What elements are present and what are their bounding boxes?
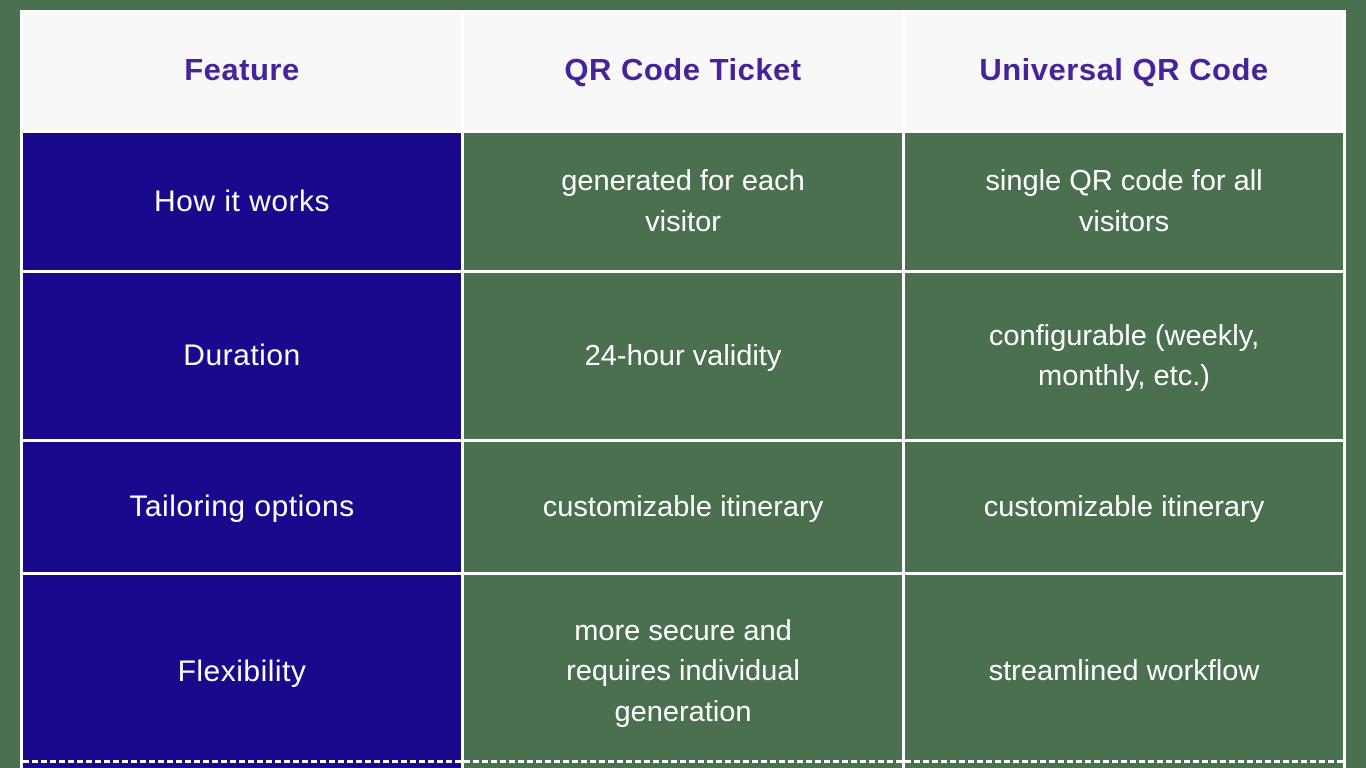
row-tailoring-options-qr-ticket-value: customizable itinerary bbox=[542, 490, 824, 523]
row-how-it-works-feature-cell: How it works bbox=[23, 133, 461, 270]
row-how-it-works-qr-ticket-value: generated for each visitor bbox=[561, 165, 805, 238]
row-tailoring-options-universal-value: customizable itinerary bbox=[983, 490, 1265, 523]
row-duration-universal-cell: configurable (weekly, monthly, etc.) bbox=[905, 273, 1343, 439]
header-label-qr-code-ticket: QR Code Ticket bbox=[564, 52, 802, 87]
row-tailoring-options-qr-ticket-cell: customizable itinerary bbox=[464, 442, 902, 572]
row-how-it-works-qr-ticket-cell: generated for each visitor bbox=[464, 133, 902, 270]
row-duration-feature-label: Duration bbox=[183, 339, 301, 372]
row-flexibility-qr-ticket-cell: more secure and requires individual gene… bbox=[464, 575, 902, 768]
row-flexibility-feature-label: Flexibility bbox=[177, 654, 307, 688]
row-tailoring-options-feature-label: Tailoring options bbox=[129, 490, 355, 523]
row-flexibility-universal-cell: streamlined workflow bbox=[905, 575, 1343, 768]
comparison-table: Feature QR Code Ticket Universal QR Code… bbox=[20, 10, 1346, 768]
row-flexibility-universal-value: streamlined workflow bbox=[988, 655, 1260, 688]
row-how-it-works-feature-label: How it works bbox=[153, 184, 331, 218]
row-duration-qr-ticket-cell: 24-hour validity bbox=[464, 273, 902, 439]
header-label-feature: Feature bbox=[184, 52, 300, 87]
row-duration-universal-value: configurable (weekly, monthly, etc.) bbox=[988, 319, 1260, 392]
row-duration-qr-ticket-value: 24-hour validity bbox=[584, 339, 782, 372]
header-cell-feature: Feature bbox=[23, 10, 461, 130]
row-duration-feature-cell: Duration bbox=[23, 273, 461, 439]
comparison-table-grid: Feature QR Code Ticket Universal QR Code… bbox=[23, 10, 1343, 768]
row-tailoring-options-feature-cell: Tailoring options bbox=[23, 442, 461, 572]
row-how-it-works-universal-cell: single QR code for all visitors bbox=[905, 133, 1343, 270]
row-flexibility-qr-ticket-value: more secure and requires individual gene… bbox=[566, 615, 800, 728]
row-tailoring-options-universal-cell: customizable itinerary bbox=[905, 442, 1343, 572]
row-how-it-works-universal-value: single QR code for all visitors bbox=[985, 165, 1263, 238]
header-label-universal-qr-code: Universal QR Code bbox=[979, 52, 1269, 87]
header-cell-universal-qr-code: Universal QR Code bbox=[905, 10, 1343, 130]
header-cell-qr-code-ticket: QR Code Ticket bbox=[464, 10, 902, 130]
row-flexibility-feature-cell: Flexibility bbox=[23, 575, 461, 768]
